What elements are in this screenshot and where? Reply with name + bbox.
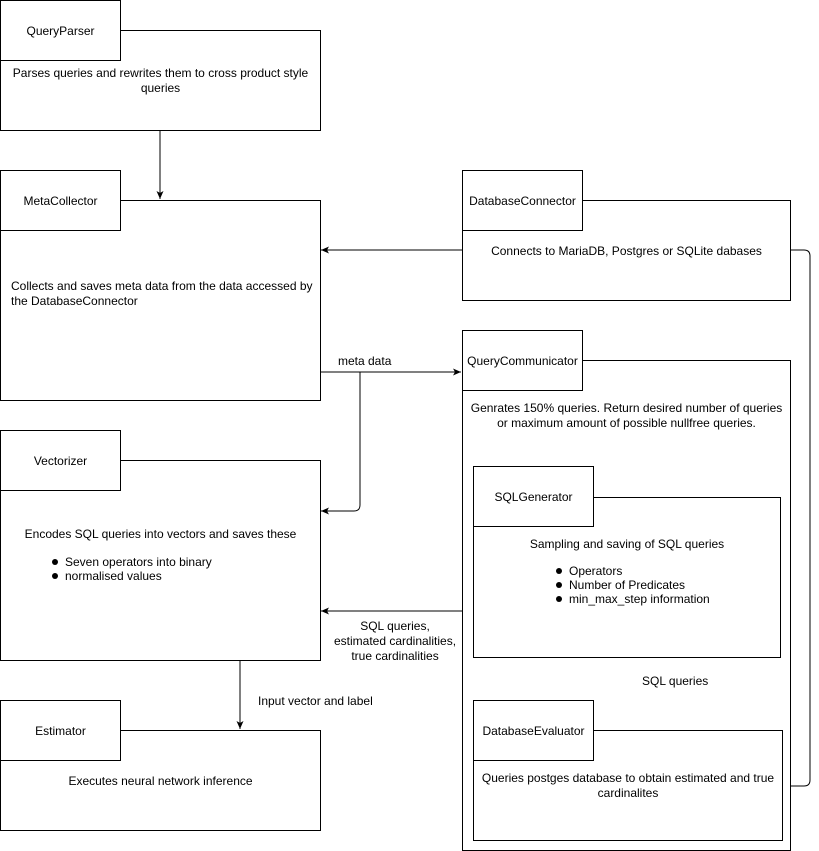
edge-databaseconnector-to-databaseevaluator (783, 249, 811, 790)
estimator-title: Estimator (0, 700, 121, 761)
sqlgenerator-list: Operators Number of Predicates min_max_s… (556, 564, 710, 606)
list-item: Operators (556, 564, 710, 578)
sqlgenerator-description: Sampling and saving of SQL queries (529, 537, 725, 551)
list-item: min_max_step information (556, 592, 710, 606)
metacollector-box (0, 200, 321, 401)
list-item: Number of Predicates (556, 578, 710, 592)
sqlgenerator-title: SQLGenerator (473, 466, 594, 527)
vectorizer-description: Encodes SQL queries into vectors and sav… (24, 527, 297, 541)
edge-label-input-vector: Input vector and label (258, 694, 373, 708)
list-item: normalised values (52, 569, 212, 583)
metacollector-description: Collects and saves meta data from the da… (11, 279, 313, 308)
databaseevaluator-title: DatabaseEvaluator (473, 700, 594, 761)
edge-label-meta-data: meta data (338, 354, 392, 368)
estimator-description: Executes neural network inference (68, 774, 253, 788)
list-item: Seven operators into binary (52, 555, 212, 569)
vectorizer-title: Vectorizer (0, 430, 121, 491)
metacollector-title: MetaCollector (0, 170, 121, 231)
queryparser-title: QueryParser (0, 0, 121, 61)
databaseevaluator-description: Queries postges database to obtain estim… (481, 771, 775, 800)
edge-label-sql-feedback: SQL queries, estimated cardinalities, tr… (333, 619, 457, 663)
vectorizer-list: Seven operators into binary normalised v… (52, 555, 212, 583)
querycommunicator-title: QueryCommunicator (462, 330, 583, 391)
databaseconnector-title: DatabaseConnector (462, 170, 583, 231)
databaseconnector-description: Connects to MariaDB, Postgres or SQLite … (491, 244, 762, 258)
sqlgenerator-box (473, 497, 781, 658)
edge-label-sql-queries: SQL queries (642, 674, 709, 688)
querycommunicator-description: Genrates 150% queries. Return desired nu… (470, 401, 783, 430)
edge-metadata-to-vectorizer (321, 372, 361, 515)
queryparser-box (0, 30, 321, 131)
queryparser-description: Parses queries and rewrites them to cros… (12, 66, 309, 95)
